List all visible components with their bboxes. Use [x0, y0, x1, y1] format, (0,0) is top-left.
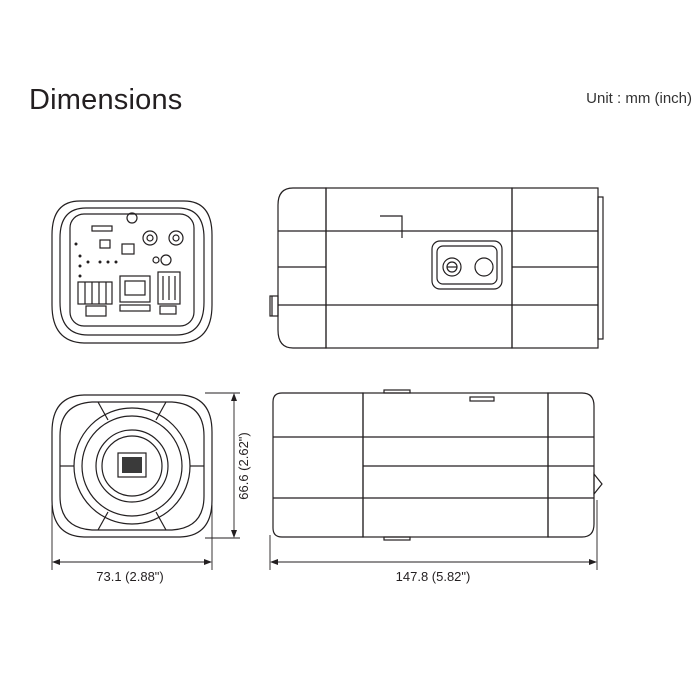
top-view	[269, 187, 604, 349]
height-dimension: 66.6 (2.62")	[205, 392, 251, 539]
length-dimension-label: 147.8 (5.82")	[396, 569, 471, 584]
page-title: Dimensions	[29, 84, 183, 116]
front-view	[51, 394, 213, 538]
unit-label: Unit : mm (inch)	[586, 90, 692, 107]
side-view	[272, 389, 603, 541]
width-dimension-label: 73.1 (2.88")	[96, 569, 164, 584]
length-dimension: 147.8 (5.82")	[269, 500, 598, 584]
width-dimension: 73.1 (2.88")	[51, 505, 213, 584]
height-dimension-label: 66.6 (2.62")	[236, 432, 251, 500]
rear-view	[51, 200, 213, 344]
